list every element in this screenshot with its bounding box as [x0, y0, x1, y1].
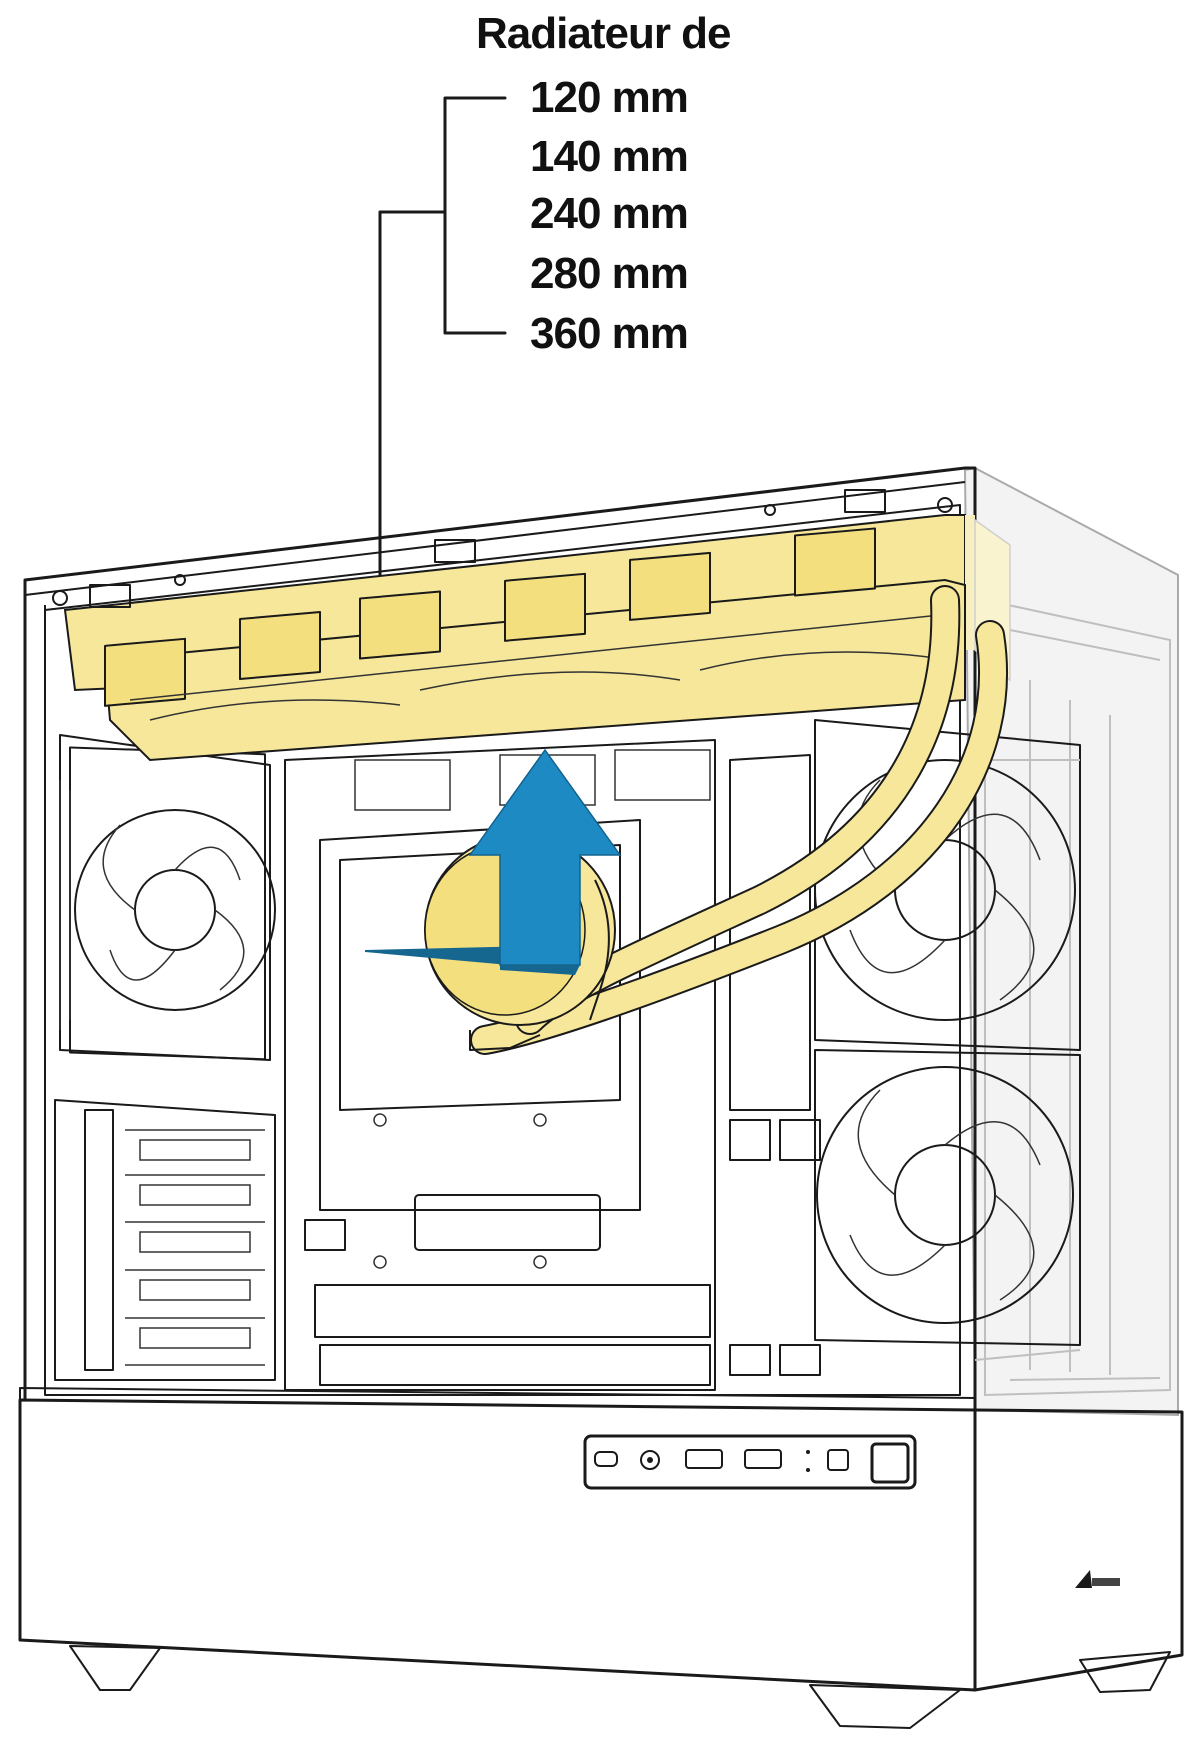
pc-case [18, 466, 1184, 1729]
callout-title: Radiateur de [476, 9, 731, 58]
pcie-slots [54, 1099, 276, 1381]
case-foot-right [809, 1684, 961, 1729]
size-140: 140 mm [530, 132, 688, 181]
case-foot-left [69, 1645, 161, 1691]
rear-fan [59, 734, 276, 1061]
case-top [23, 466, 977, 1412]
callout-leader [378, 210, 447, 597]
callout-bracket [443, 96, 507, 335]
front-io-panel [583, 1434, 917, 1490]
top-radiator [52, 489, 1011, 1055]
front-fans [814, 719, 1081, 1361]
size-280: 280 mm [530, 249, 688, 298]
radiator-callout: Radiateur de 120 mm 140 mm 240 mm 280 mm… [378, 9, 732, 597]
radiator-fans [103, 578, 966, 762]
size-240: 240 mm [530, 189, 688, 238]
size-360: 360 mm [530, 309, 688, 358]
size-120: 120 mm [530, 73, 688, 122]
brand-logo [1075, 1570, 1120, 1588]
case-base [18, 1398, 977, 1692]
airflow-arrow-icon [365, 748, 622, 975]
